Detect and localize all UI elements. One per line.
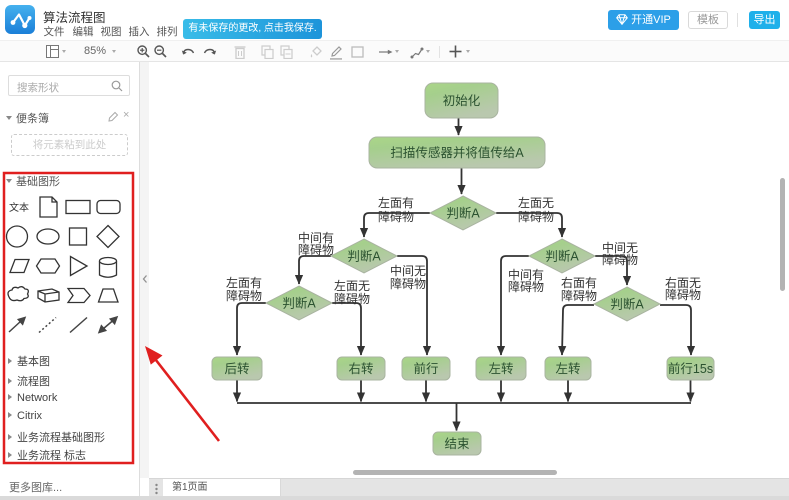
svg-text:前行15s: 前行15s — [668, 361, 713, 376]
svg-text:中间有: 中间有 — [508, 267, 544, 282]
svg-text:判断A: 判断A — [446, 206, 480, 221]
svg-text:中间无: 中间无 — [602, 240, 638, 255]
svg-text:障碍物: 障碍物 — [665, 287, 701, 302]
svg-text:扫描传感器并将值传给A: 扫描传感器并将值传给A — [390, 145, 524, 160]
svg-text:判断A: 判断A — [347, 249, 381, 264]
svg-text:文本: 文本 — [9, 201, 29, 214]
svg-text:左面有: 左面有 — [378, 195, 414, 210]
svg-text:障碍物: 障碍物 — [378, 209, 414, 224]
svg-text:障碍物: 障碍物 — [518, 209, 554, 224]
svg-text:右面有: 右面有 — [561, 275, 597, 290]
svg-text:障碍物: 障碍物 — [226, 288, 262, 303]
svg-text:左面有: 左面有 — [226, 275, 262, 290]
svg-text:中间无: 中间无 — [390, 263, 426, 278]
svg-text:左转: 左转 — [488, 361, 513, 376]
svg-text:前行: 前行 — [413, 361, 438, 376]
svg-text:障碍物: 障碍物 — [298, 242, 334, 257]
svg-text:左面无: 左面无 — [518, 195, 554, 210]
svg-text:右转: 右转 — [348, 361, 373, 376]
svg-text:左转: 左转 — [555, 361, 580, 376]
svg-text:判断A: 判断A — [610, 297, 644, 312]
svg-text:结束: 结束 — [444, 437, 470, 451]
svg-text:障碍物: 障碍物 — [334, 291, 370, 306]
svg-text:后转: 后转 — [224, 361, 249, 376]
svg-text:判断A: 判断A — [545, 249, 579, 264]
svg-text:障碍物: 障碍物 — [561, 288, 597, 303]
svg-text:判断A: 判断A — [282, 296, 316, 311]
svg-text:右面无: 右面无 — [665, 275, 701, 290]
svg-text:初始化: 初始化 — [443, 94, 481, 108]
svg-text:障碍物: 障碍物 — [390, 276, 426, 291]
svg-text:障碍物: 障碍物 — [602, 252, 638, 267]
svg-text:障碍物: 障碍物 — [508, 279, 544, 294]
svg-text:中间有: 中间有 — [298, 230, 334, 245]
svg-text:左面无: 左面无 — [334, 278, 370, 293]
